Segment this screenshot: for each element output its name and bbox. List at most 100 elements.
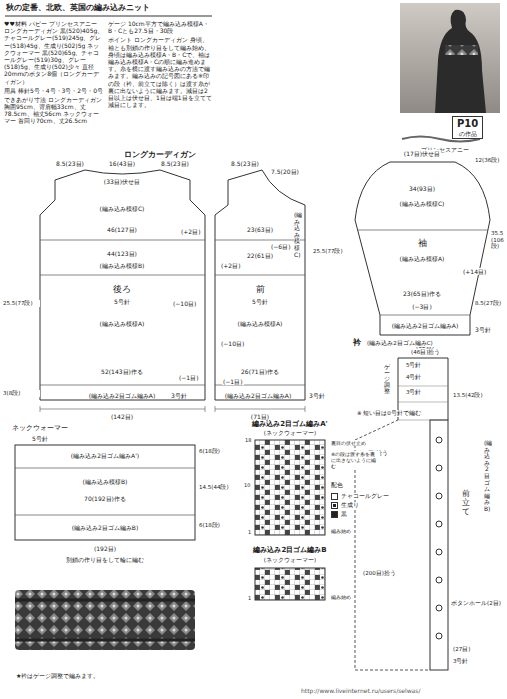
pattern-label: 裏目の伏せ止め: [330, 440, 367, 446]
pattern-label: 4号針: [405, 374, 423, 381]
pattern-label: (編み込み模様B): [99, 262, 146, 269]
legend-swatch: [331, 502, 338, 509]
pattern-label: 34(93目): [408, 185, 436, 192]
pattern-label: (−1目): [222, 378, 244, 385]
pattern-label: (200目)拾う: [362, 570, 397, 577]
legend-swatch: [331, 511, 338, 518]
pattern-label: 25.5(77段): [312, 248, 354, 255]
pattern-label: 23(63目): [246, 226, 274, 233]
pattern-label: 1: [247, 529, 252, 535]
pattern-label: http://www.liveinternet.ru/users/selwas/: [300, 687, 421, 694]
pattern-label: 16(43目): [108, 160, 136, 167]
pattern-label: 8.5(23目): [230, 160, 260, 167]
pattern-label: 前立て: [462, 490, 470, 516]
legend-text: チャコールグレー: [340, 493, 390, 500]
pattern-label: ※の段は渡す糸を裏に出さないように編む: [330, 451, 380, 469]
pattern-label: 1: [247, 595, 252, 601]
pattern-label: (ネックウォーマー): [263, 557, 317, 564]
pattern-label: 23(65目)作る: [402, 290, 442, 297]
pattern-label: (−10目): [220, 340, 245, 347]
pattern-label: 25.5(77段): [2, 300, 40, 307]
pattern-label: (+14目): [462, 268, 487, 275]
pattern-label: 編み込み2目ゴム編みB: [252, 546, 327, 554]
pattern-label: (編み込み2目ゴム編みA'): [70, 452, 140, 459]
pattern-label: (編み込み模様C): [294, 212, 300, 258]
pattern-label: ゲージ調整: [384, 364, 390, 394]
pattern-label: ネックウォーマー: [11, 424, 69, 432]
pattern-label: (46目)拾う: [410, 349, 441, 356]
page-title: 秋の定番、北欧、英国の編み込みニット: [5, 3, 151, 13]
pattern-label: 3号針: [474, 326, 492, 333]
pattern-label: できあがり寸法 ロングカーディガン 胸囲95cm、背肩幅33cm、丈78.5cm…: [4, 96, 104, 125]
pattern-label: 8.5(23目): [55, 160, 85, 167]
pattern-label: ボタンホール(2目): [450, 600, 502, 607]
pattern-label: (−1目): [178, 374, 200, 381]
pattern-label: (編み込み2目ゴム編みC): [366, 340, 434, 347]
pattern-label: ★衿はゲージ調整で編みます。: [15, 672, 100, 679]
pattern-label: 袖: [417, 238, 428, 249]
legend-swatch: [331, 493, 338, 500]
pattern-label: (編み込み2目ゴム編みA): [391, 322, 460, 329]
pattern-label: 70(192目)作る: [83, 495, 127, 502]
pattern-label: (142目): [110, 413, 134, 420]
pattern-label: 6(18段): [198, 448, 221, 455]
pattern-label: 52(143目)作る: [100, 368, 144, 375]
pattern-label: ポイント ロングカーディガン 身頃、袖とも別鎖の作り目をして編み始め、身頃は編み…: [108, 36, 212, 108]
pattern-label: 12(36段): [474, 157, 500, 164]
pattern-label: 編み込み2目ゴム編みA': [251, 420, 328, 428]
pattern-label: (編み込み2目ゴム編みB): [484, 440, 490, 513]
pattern-label: 編み始め: [330, 528, 352, 534]
pattern-label: (+2目): [180, 228, 202, 235]
pattern-label: 3(8段): [2, 390, 40, 397]
legend-row: チャコールグレー: [331, 493, 390, 500]
pattern-label: (編み込み模様C): [99, 205, 146, 212]
pattern-label: 46(127目): [106, 226, 138, 233]
pattern-label: 後ろ: [112, 284, 132, 295]
pattern-label: 前: [255, 284, 266, 295]
pattern-label: 8.5(27段): [474, 300, 502, 307]
text-column: ゲージ 10cm平方で編み込み模様A・B・Cとも27.5目・30段ポイント ロン…: [108, 20, 212, 110]
legend-row: 黒: [331, 511, 348, 518]
page-number-text: P10: [457, 118, 478, 130]
pattern-label: (+2目): [220, 262, 242, 269]
pattern-label: ♥♥材料 パピー プリンセスアニー ロングカーディガン 黒(520)405g、チ…: [4, 20, 104, 85]
pattern-label: 13.5(42段): [452, 392, 484, 399]
text-column: ♥♥材料 パピー プリンセスアニー ロングカーディガン 黒(520)405g、チ…: [4, 20, 104, 127]
pattern-label: 14.5(44段): [198, 484, 230, 491]
pattern-label: 44(123目): [106, 250, 138, 257]
pattern-label: 3号針: [308, 392, 326, 399]
pattern-label: (ネックウォーマー): [263, 430, 317, 437]
pattern-label: 3号針: [405, 389, 423, 396]
pattern-label: 配色: [330, 482, 344, 489]
pattern-label: (編み込み模様C): [399, 200, 446, 207]
pattern-label: 別鎖の作り目をして輪に編む: [65, 556, 145, 563]
pattern-label: 35.5(106段): [490, 230, 507, 250]
pattern-label: 8.5(23目): [160, 160, 190, 167]
pattern-label: (−10目): [172, 300, 197, 307]
pattern-label: (編み込み2目ゴム編みA): [224, 392, 293, 399]
pattern-label: (編み込み模様B): [82, 478, 129, 485]
pattern-label: (編み込み2目ゴム編みB): [71, 524, 140, 531]
pattern-label: (33目)伏せ目: [103, 178, 141, 185]
legend-row: 生成り: [331, 502, 360, 509]
pattern-label: ※ 短い目は0号針で編む: [356, 410, 422, 417]
pattern-label: 3号針: [452, 658, 470, 665]
pattern-label: (192目): [93, 545, 117, 552]
pattern-label: 18: [244, 437, 252, 443]
pattern-label: (編み込み模様A): [237, 320, 284, 327]
pattern-label: 22(61目): [246, 252, 274, 259]
pattern-label: (17目)伏せ目: [403, 150, 441, 157]
page-number-text: の作品: [457, 130, 478, 137]
pattern-label: 編み始め: [330, 594, 352, 600]
pattern-label: 10: [243, 482, 251, 488]
pattern-label: 衿: [352, 338, 362, 348]
legend-text: 生成り: [340, 502, 360, 509]
pattern-label: 5号針: [405, 362, 423, 369]
legend-text: 黒: [340, 511, 348, 518]
pattern-label: 7.5(20目): [270, 168, 300, 175]
pattern-label: 用具 棒針5号・4号・3号・2号・0号: [4, 87, 104, 94]
pattern-label: (編み込み2目ゴム編みA): [88, 392, 157, 399]
page-number-box: P10の作品: [452, 116, 483, 139]
pattern-label: (編み込み模様A): [99, 320, 146, 327]
pattern-label: 5号針: [251, 298, 269, 305]
